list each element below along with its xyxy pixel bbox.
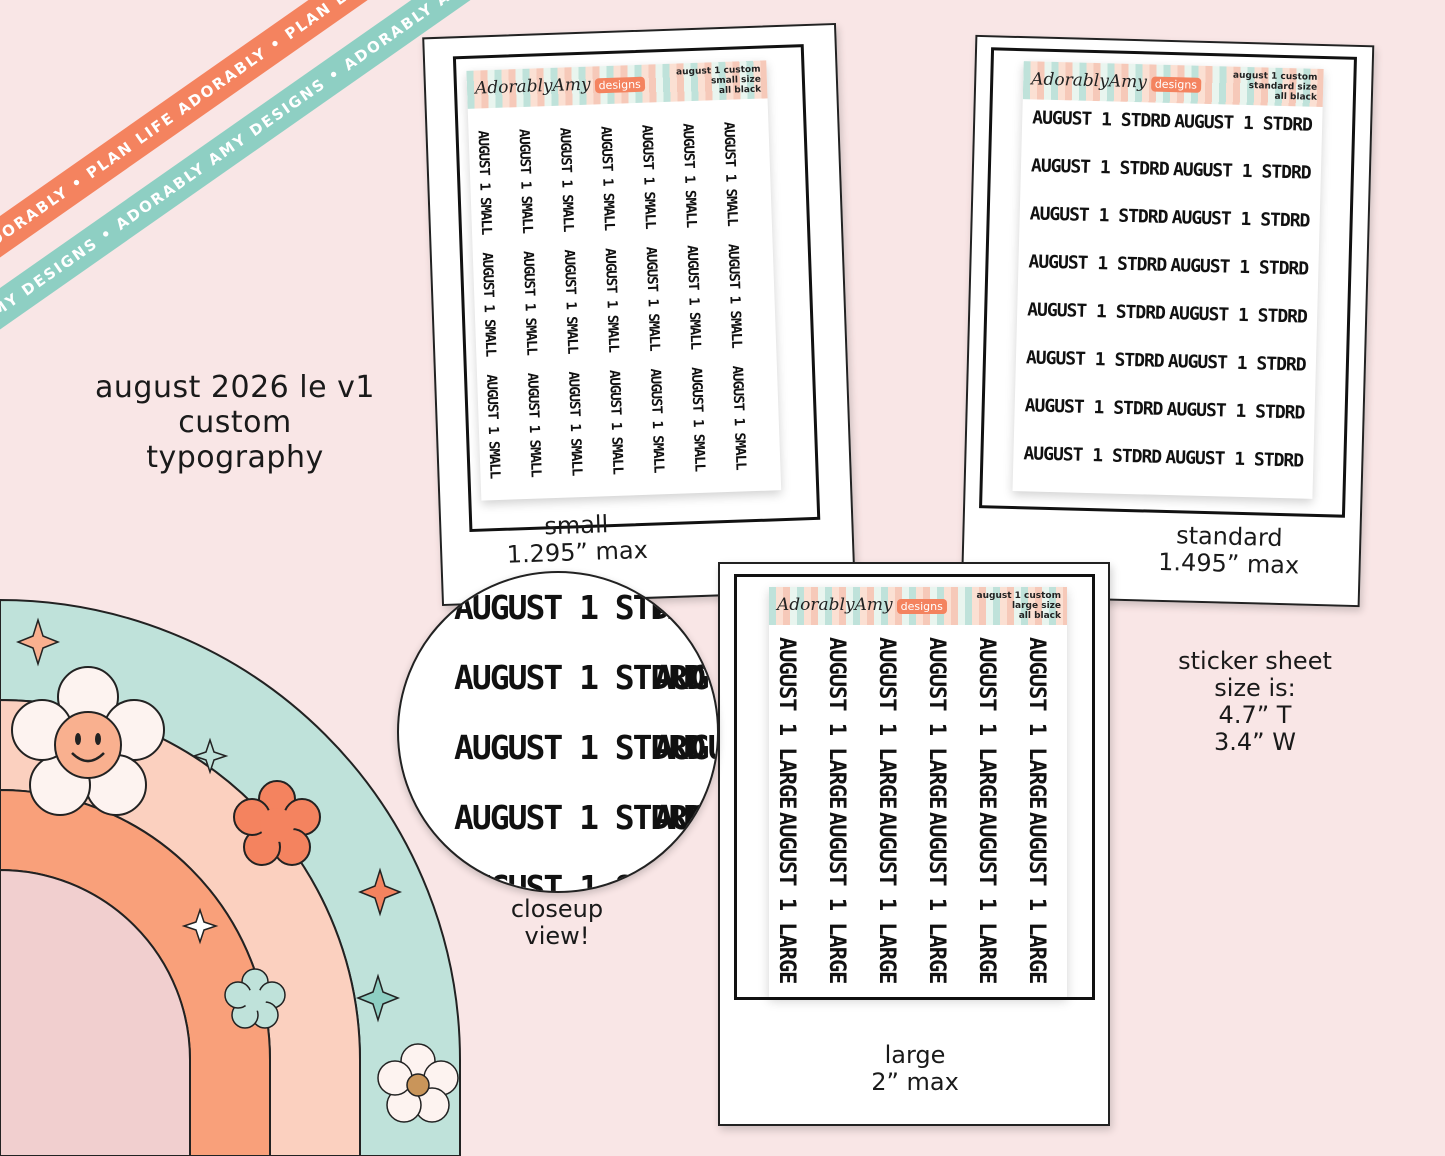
sticker: AUGUST 1 SMALL [515,128,536,234]
sticker: AUGUST 1 STDRD [654,728,717,767]
sticker: AUGUST 1 STDRD [654,588,717,627]
page-title: august 2026 le v1 custom typography [60,370,410,475]
sticker: AUGUST 1 SMALL [687,366,708,472]
sticker: AUGUST 1 STDRD [654,868,717,893]
sticker: AUGUST 1 LARGE [974,637,999,809]
sticker: AUGUST 1 SMALL [646,368,667,473]
title-line-2: custom [178,405,292,440]
sticker: AUGUST 1 SMALL [683,244,704,350]
sticker: AUGUST 1 STDRD [654,798,717,837]
sticker: AUGUST 1 STDRD [1171,207,1310,232]
flower-icon [233,780,321,866]
sticker: AUGUST 1 LARGE [924,812,949,984]
sticker: AUGUST 1 SMALL [597,125,618,231]
sticker: AUGUST 1 LARGE [1024,812,1049,984]
sticker: AUGUST 1 SMALL [724,243,745,348]
sticker: AUGUST 1 SMALL [679,122,699,228]
sticker: AUGUST 1 SMALL [728,365,749,470]
caption-closeup: closeup view! [510,895,604,950]
sticker: AUGUST 1 STDRD [1167,351,1306,376]
sticker: AUGUST 1 SMALL [605,369,626,475]
sticker: AUGUST 1 SMALL [474,130,495,235]
sticker: AUGUST 1 SMALL [638,124,659,229]
rainbow-decoration [0,598,461,1156]
sticker: AUGUST 1 STDRD [1170,255,1309,280]
sticker: AUGUST 1 STDRD [454,728,706,767]
sticker: AUGUST 1 STDRD [1023,443,1162,468]
caption-large: large 2” max [871,1041,959,1096]
sticker: AUGUST 1 SMALL [601,247,622,353]
sticker: AUGUST 1 SMALL [482,373,503,479]
sticker: AUGUST 1 STDRD [454,588,706,627]
sticker: AUGUST 1 SMALL [523,372,544,478]
sticker: AUGUST 1 LARGE [874,637,899,809]
sticker: AUGUST 1 STDRD [1029,203,1168,228]
caption-small: small 1.295” max [506,510,649,569]
sheet-info: august 1 custom large size all black [976,591,1061,621]
sticker: AUGUST 1 STDRD [1030,155,1169,180]
sticker: AUGUST 1 LARGE [924,637,949,809]
sticker: AUGUST 1 STDRD [1025,347,1164,372]
sticker: AUGUST 1 SMALL [642,246,663,351]
sticker-sheet-size: sticker sheet size is: 4.7” T 3.4” W [1178,647,1332,756]
sticker: AUGUST 1 STDRD [1024,395,1163,420]
sticker: AUGUST 1 STDRD [454,868,706,893]
star-icon [181,907,219,945]
sticker: AUGUST 1 STDRD [1173,111,1313,136]
sticker: AUGUST 1 SMALL [564,371,585,476]
sticker: AUGUST 1 STDRD [1168,303,1308,328]
sticker: AUGUST 1 LARGE [824,637,849,809]
caption-standard: standard 1.495” max [1157,521,1300,580]
sticker: AUGUST 1 LARGE [824,812,849,984]
star-icon [15,617,61,667]
sheet-info: august 1 custom standard size all black [1232,70,1318,103]
sticker: AUGUST 1 STDRD [454,658,706,697]
sticker: AUGUST 1 LARGE [774,637,799,809]
sticker: AUGUST 1 LARGE [974,812,999,984]
sticker: AUGUST 1 SMALL [720,121,740,226]
sticker: AUGUST 1 STDRD [1026,299,1166,324]
sticker: AUGUST 1 SMALL [556,127,577,232]
sticker: AUGUST 1 SMALL [560,249,581,354]
sticker: AUGUST 1 STDRD [654,658,717,697]
star-icon [191,737,229,775]
sticker: AUGUST 1 LARGE [774,812,799,984]
sticker: AUGUST 1 STDRD [1028,251,1167,276]
flower-icon [224,968,286,1029]
star-icon [357,867,403,917]
sticker: AUGUST 1 STDRD [454,798,706,837]
star-icon [355,973,401,1023]
title-line-3: typography [146,440,324,475]
sticker: AUGUST 1 STDRD [1172,159,1311,184]
sticker: AUGUST 1 LARGE [1024,637,1049,809]
sticker: AUGUST 1 SMALL [478,251,499,357]
sticker: AUGUST 1 STDRD [1031,107,1171,132]
title-line-1: august 2026 le v1 [95,370,375,405]
sheet-info: august 1 custom small size all black [675,64,762,97]
sticker: AUGUST 1 LARGE [874,812,899,984]
sticker: AUGUST 1 SMALL [519,250,540,356]
flower-icon [377,1043,459,1123]
sticker: AUGUST 1 STDRD [1166,399,1305,424]
smiley-flower-icon [11,666,165,816]
sticker: AUGUST 1 STDRD [1165,446,1304,472]
